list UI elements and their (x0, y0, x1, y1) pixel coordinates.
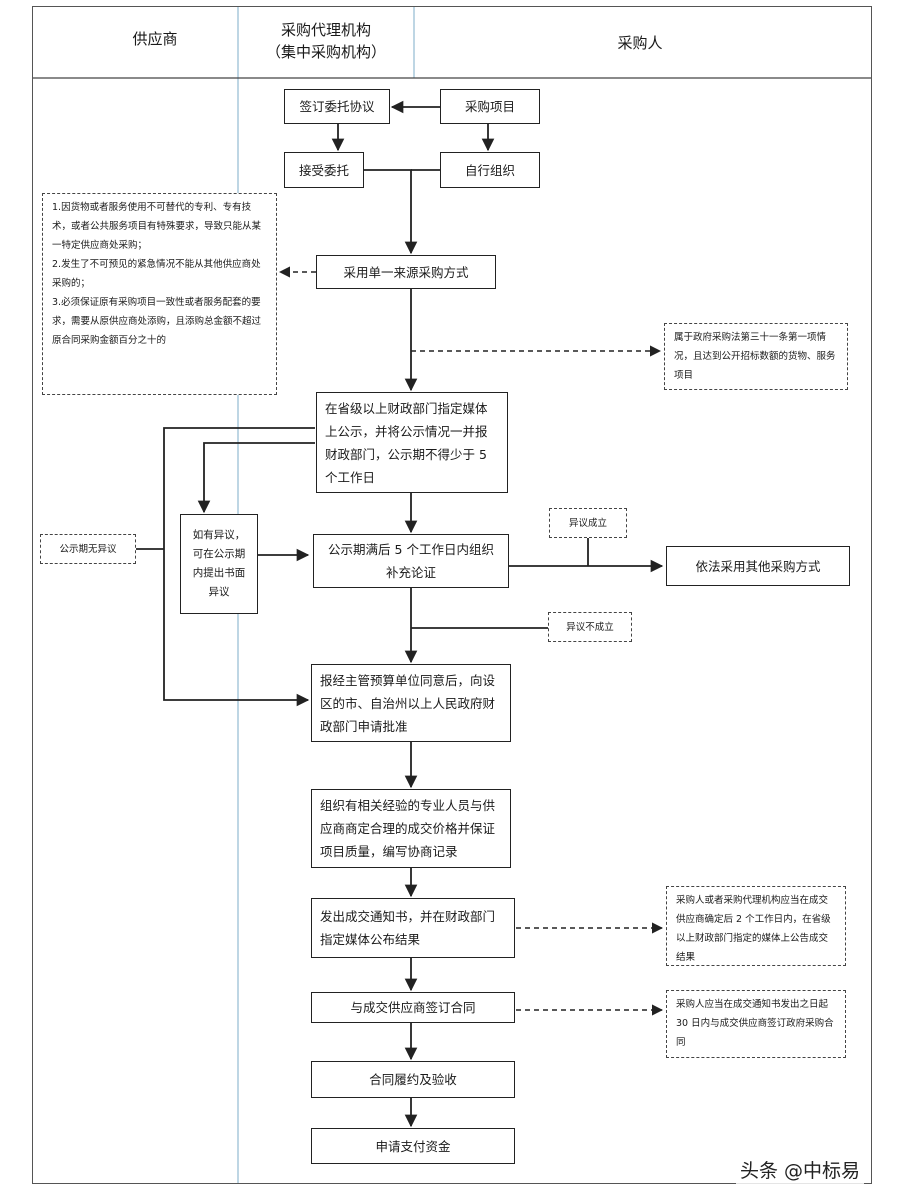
note-no-objection: 公示期无异议 (40, 534, 136, 564)
note-two-working-days: 采购人或者采购代理机构应当在成交供应商确定后 2 个工作日内，在省级以上财政部门… (666, 886, 846, 966)
box-sign-contract: 与成交供应商签订合同 (311, 992, 515, 1023)
box-publicize: 在省级以上财政部门指定媒体上公示，并将公示情况一并报财政部门，公示期不得少于 5… (316, 392, 508, 493)
lane-header-agency-line1: 采购代理机构 (280, 21, 371, 39)
dashed-arrows (278, 266, 664, 1016)
box-sign-agreement: 签订委托协议 (284, 89, 390, 124)
box-single-source: 采用单一来源采购方式 (316, 255, 496, 289)
box-self-organize: 自行组织 (440, 152, 540, 188)
box-procurement-project: 采购项目 (440, 89, 540, 124)
watermark: 头条 @中标易 (736, 1158, 865, 1184)
note-objection-rejected: 异议不成立 (548, 612, 632, 642)
box-accept-entrust: 接受委托 (284, 152, 364, 188)
lane-header-supplier: 供应商 (132, 30, 178, 48)
note-single-source-conditions: 1.因货物或者服务使用不可替代的专利、专有技术，或者公共服务项目有特殊要求，导致… (42, 193, 277, 395)
box-issue-notice: 发出成交通知书，并在财政部门指定媒体公布结果 (311, 898, 515, 958)
box-objection: 如有异议，可在公示期内提出书面异议 (180, 514, 258, 614)
note-article-31: 属于政府采购法第三十一条第一项情况，且达到公开招标数额的货物、服务项目 (664, 323, 848, 390)
box-payment: 申请支付资金 (311, 1128, 515, 1164)
lane-header-purchaser: 采购人 (617, 34, 663, 52)
lane-header-agency-line2: （集中采购机构） (265, 43, 386, 61)
box-negotiate: 组织有相关经验的专业人员与供应商商定合理的成交价格并保证项目质量，编写协商记录 (311, 789, 511, 868)
condition-3: 3.必须保证原有采购项目一致性或者服务配套的要求，需要从原供应商处添购，且添购总… (52, 297, 262, 346)
condition-2: 2.发生了不可预见的紧急情况不能从其他供应商处采购的； (52, 259, 261, 289)
box-apply-approval: 报经主管预算单位同意后，向设区的市、自治州以上人民政府财政部门申请批准 (311, 664, 511, 742)
lane-header-agency: 采购代理机构 （集中采购机构） (242, 19, 410, 63)
note-objection-upheld: 异议成立 (549, 508, 627, 538)
condition-1: 1.因货物或者服务使用不可替代的专利、专有技术，或者公共服务项目有特殊要求，导致… (52, 202, 262, 251)
box-after-publicity: 公示期满后 5 个工作日内组织补充论证 (313, 534, 509, 588)
note-thirty-days: 采购人应当在成交通知书发出之日起 30 日内与成交供应商签订政府采购合同 (666, 990, 846, 1058)
box-acceptance: 合同履约及验收 (311, 1061, 515, 1098)
diagram-frame (32, 6, 872, 1184)
box-other-method: 依法采用其他采购方式 (666, 546, 850, 586)
solid-arrows (136, 100, 664, 1128)
